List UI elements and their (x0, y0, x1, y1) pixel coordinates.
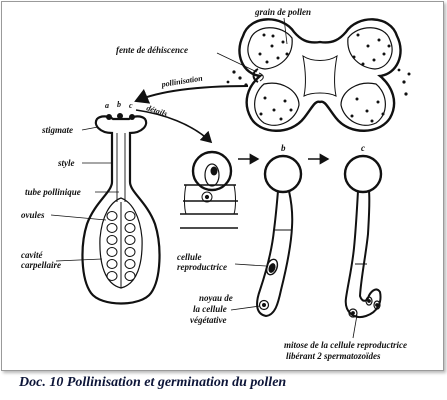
vegetative-nucleus-c (348, 308, 358, 318)
details-arrow (135, 109, 213, 144)
pollen-a-label: a (105, 101, 109, 110)
noyau-label-1: noyau de (199, 293, 233, 303)
grain-leader (283, 17, 288, 45)
anther-section (238, 18, 402, 132)
pistil-leaders (50, 126, 119, 262)
pollen-grains (226, 33, 411, 123)
stigmate-label: stigmate (41, 125, 73, 135)
stage-b-grain (263, 154, 303, 194)
ovules (106, 211, 136, 281)
mitose-leader (352, 314, 358, 339)
pollen-c-label: c (129, 101, 133, 110)
stage-b-leaders (230, 263, 267, 311)
mitose-label-2: libérant 2 spermatozoïdes (286, 351, 381, 361)
cavite-label-2: carpellaire (21, 260, 61, 270)
stage-b (256, 154, 303, 318)
stage-c-letter: c (361, 143, 365, 153)
stage-a (180, 150, 238, 229)
cellule-label-1: cellule (177, 252, 202, 262)
noyau-label-3: végétative (190, 315, 226, 325)
pistil (81, 115, 161, 305)
figure-caption: Doc. 10 Pollinisation et germination du … (19, 375, 287, 390)
stage-a-grain (191, 150, 233, 192)
stage-b-letter: b (281, 143, 286, 153)
sperm-cell-1 (365, 296, 373, 306)
stage-c-grain (343, 154, 383, 194)
fente-leader (216, 52, 258, 73)
stage-c (343, 154, 383, 318)
pollinisation-arrow (134, 85, 249, 104)
pollen-on-stigma (106, 113, 135, 120)
cellule-label-2: reproductrice (177, 262, 227, 272)
details-label: détails (145, 103, 168, 118)
fente-label: fente de déhiscence (116, 45, 188, 55)
noyau-label-2: la cellule (193, 304, 227, 314)
figure-frame: grain de pollen fente de déhiscence poll… (1, 1, 444, 371)
sperm-cell-2 (373, 300, 381, 310)
grain-label: grain de pollen (254, 7, 311, 17)
ovules-label: ovules (21, 210, 45, 220)
vegetative-nucleus-b (258, 299, 270, 311)
cavite-label-1: cavité (21, 250, 43, 260)
tube-label: tube pollinique (25, 187, 81, 197)
pollinisation-label: pollinisation (160, 74, 204, 90)
anther-outline (238, 18, 402, 132)
mitose-label-1: mitose de la cellule reproductrice (284, 340, 407, 350)
reproductive-cell-b (265, 258, 279, 276)
style-label: style (57, 158, 75, 168)
pollen-b-label: b (117, 100, 121, 109)
pollination-diagram: grain de pollen fente de déhiscence poll… (21, 7, 411, 361)
